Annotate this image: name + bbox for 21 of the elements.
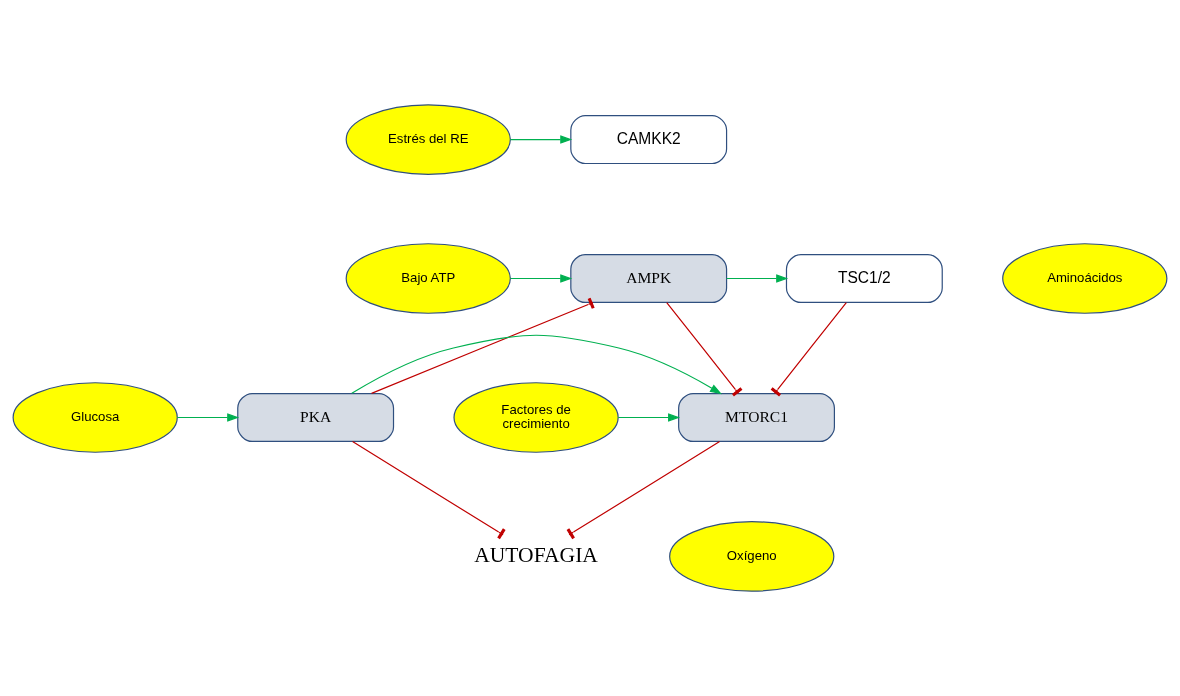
connector <box>351 440 506 540</box>
arrow <box>509 135 573 144</box>
node-box: TSC1/2 <box>785 253 943 304</box>
arrow <box>351 334 722 395</box>
node-ellipse: Glucosa <box>12 382 178 453</box>
arrow <box>176 413 240 422</box>
node-ellipse: Estrés del RE <box>345 104 511 175</box>
node-ellipse: Aminoácidos <box>1002 243 1168 314</box>
node-box: MTORC1 <box>678 392 835 443</box>
node-ellipse: Factores de crecimiento <box>453 382 619 453</box>
connector <box>666 301 743 397</box>
node-ellipse: Bajo ATP <box>345 243 511 314</box>
connector <box>370 297 595 394</box>
node-box: CAMKK2 <box>570 114 728 165</box>
arrow <box>726 274 789 283</box>
arrow <box>617 413 681 422</box>
arrow <box>509 274 573 283</box>
node-box: PKA <box>237 392 395 443</box>
node-ellipse: Oxígeno <box>669 521 835 592</box>
connector <box>770 301 847 397</box>
node-text: AUTOFAGIA <box>474 542 598 567</box>
